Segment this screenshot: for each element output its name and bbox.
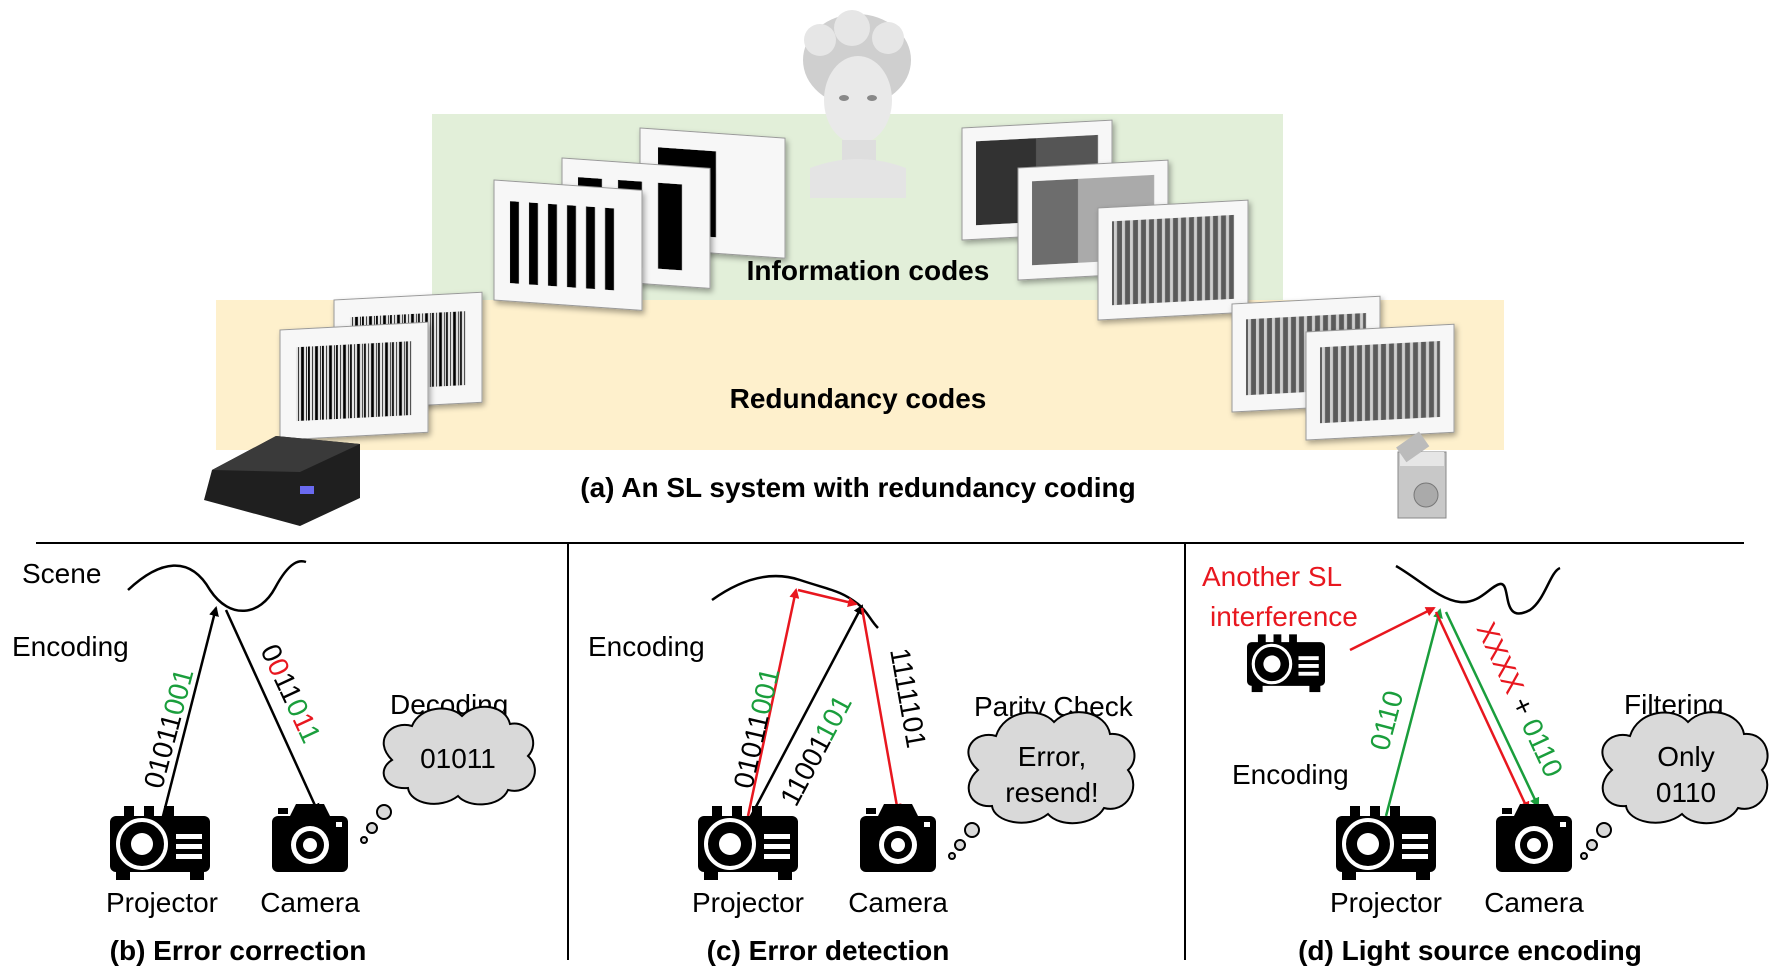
camera-photo bbox=[1396, 431, 1447, 519]
reflection-arrow-signal bbox=[1444, 611, 1540, 808]
redundancy-pattern-cards-left bbox=[279, 291, 483, 441]
code-redundancy-bits: 001 bbox=[745, 665, 786, 717]
received-signal-bits: 0110 bbox=[1516, 714, 1570, 782]
camera-label: Camera bbox=[1484, 887, 1584, 918]
panel-b-caption: (b) Error correction bbox=[110, 935, 367, 966]
received-bits: 0011011 bbox=[255, 639, 327, 747]
projector-icon bbox=[696, 804, 800, 882]
pattern-card bbox=[279, 321, 429, 441]
pattern-card bbox=[1097, 199, 1249, 321]
camera-icon bbox=[272, 804, 348, 872]
encoding-label: Encoding bbox=[12, 631, 129, 662]
info-pattern-cards-left bbox=[493, 127, 786, 311]
statue-image bbox=[803, 10, 911, 198]
camera-label: Camera bbox=[848, 887, 948, 918]
projection-arrow bbox=[1384, 608, 1443, 817]
reflection-arrow bbox=[224, 609, 320, 814]
scene-surface bbox=[1395, 564, 1561, 615]
projection-arrow bbox=[160, 606, 219, 821]
projection-arrow-2 bbox=[748, 604, 864, 819]
scene-surface bbox=[127, 560, 307, 612]
panel-d-caption: (d) Light source encoding bbox=[1298, 935, 1642, 966]
panel-b: Scene Encoding 01011001 0011011 Decoding… bbox=[12, 558, 536, 966]
redundancy-codes-label: Redundancy codes bbox=[730, 383, 987, 414]
scene-label: Scene bbox=[22, 558, 101, 589]
bubble-text: 01011 bbox=[420, 743, 496, 774]
interference-label-line2: interference bbox=[1210, 601, 1358, 632]
code-redundancy-bits: 001 bbox=[157, 665, 199, 718]
bubble-text-line1: Only bbox=[1657, 741, 1715, 772]
parity-check-label: Parity Check bbox=[974, 691, 1134, 722]
panel-a: Information codes Redundancy codes bbox=[204, 10, 1504, 526]
received-interference-bits: XXXX bbox=[1471, 617, 1531, 698]
reflection-arrow-interference bbox=[1434, 611, 1530, 812]
projection-arrow-1 bbox=[746, 588, 800, 817]
panel-d: Another SL interference 0110 XXXX + 0110… bbox=[1202, 561, 1769, 966]
received-bits: 1111101 bbox=[884, 646, 932, 751]
projector-icon bbox=[1334, 804, 1438, 882]
panel-a-caption: (a) An SL system with redundancy coding bbox=[580, 472, 1135, 503]
pattern-card bbox=[493, 179, 643, 311]
interference-arrow bbox=[1349, 606, 1436, 652]
interference-label-line1: Another SL bbox=[1202, 561, 1342, 592]
encoding-label: Encoding bbox=[588, 631, 705, 662]
encoded-bits-1: 01011001 bbox=[728, 665, 786, 791]
thought-bubble-icon bbox=[1580, 711, 1769, 860]
bubble-text-line2: 0110 bbox=[1656, 777, 1716, 808]
reflection-arrow bbox=[860, 607, 902, 814]
received-plus: + bbox=[1505, 692, 1540, 720]
projector-label: Projector bbox=[106, 887, 218, 918]
thought-bubble-icon bbox=[360, 705, 536, 844]
redundancy-capture-cards-right bbox=[1231, 295, 1455, 441]
camera-icon bbox=[1496, 804, 1572, 872]
projector-label: Projector bbox=[1330, 887, 1442, 918]
encoding-label: Encoding bbox=[1232, 759, 1349, 790]
received-bits: XXXX + 0110 bbox=[1471, 617, 1570, 781]
surface-bounce-arrow bbox=[797, 588, 858, 607]
projector-label: Projector bbox=[692, 887, 804, 918]
camera-icon bbox=[860, 804, 936, 872]
info-capture-cards-right bbox=[961, 119, 1249, 321]
panel-c: Encoding 01011001 11001101 1111101 Parit… bbox=[588, 574, 1136, 966]
thought-bubble-icon bbox=[948, 711, 1136, 860]
information-codes-label: Information codes bbox=[747, 255, 990, 286]
encoded-bits: 0110 bbox=[1364, 687, 1410, 753]
scene-surface bbox=[711, 574, 879, 629]
pattern-card bbox=[1305, 323, 1455, 441]
bubble-text-line1: Error, bbox=[1018, 741, 1086, 772]
projector-photo bbox=[204, 436, 360, 526]
camera-label: Camera bbox=[260, 887, 360, 918]
panel-c-caption: (c) Error detection bbox=[707, 935, 950, 966]
code-info-bits: 01011 bbox=[728, 711, 775, 792]
encoded-bits: 01011001 bbox=[138, 665, 200, 791]
interference-projector-icon bbox=[1245, 632, 1327, 694]
projector-icon bbox=[108, 804, 212, 882]
bubble-text-line2: resend! bbox=[1005, 777, 1098, 808]
